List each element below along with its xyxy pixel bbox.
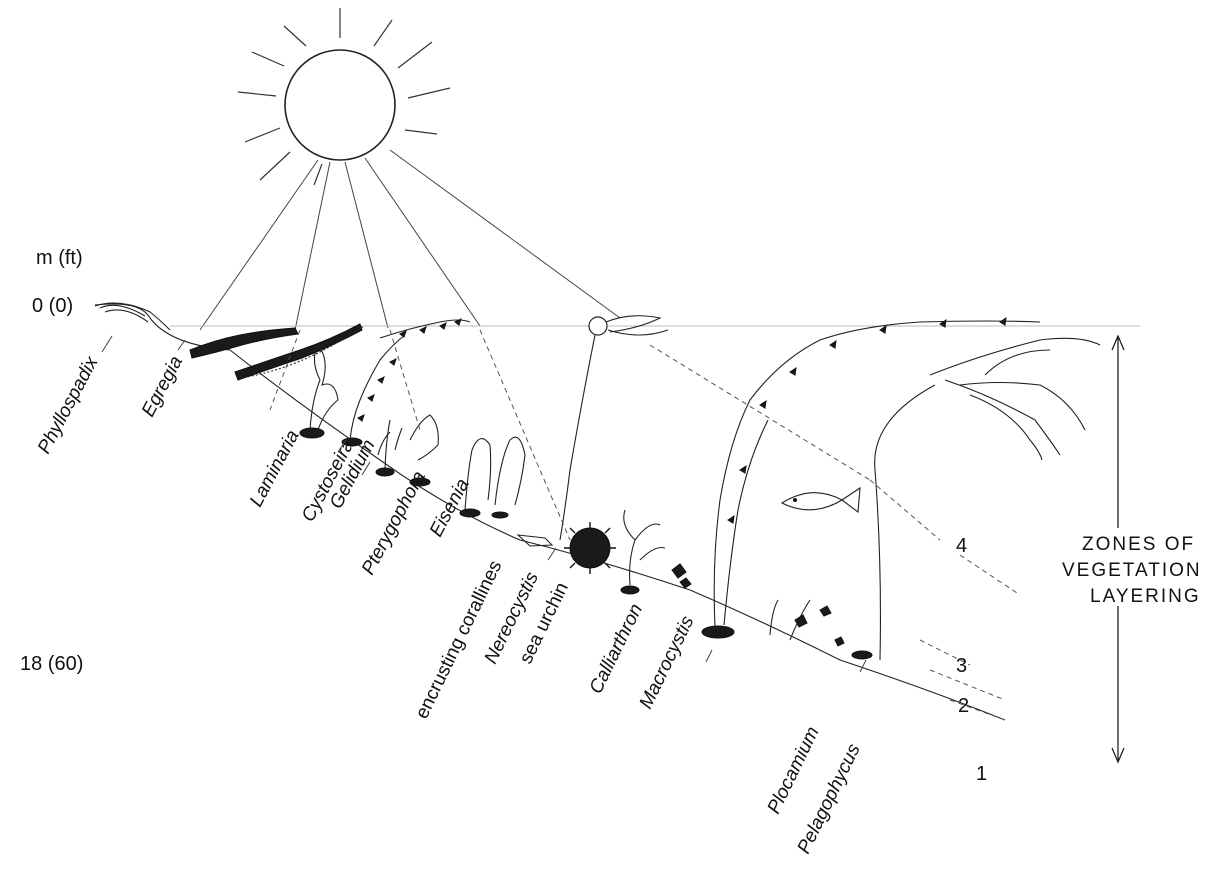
- zone-number-4: 4: [956, 535, 967, 557]
- label-egregia: Egregia: [138, 353, 187, 421]
- label-eisenia: Eisenia: [426, 475, 474, 540]
- label-laminaria: Laminaria: [246, 427, 304, 511]
- encrusting-corallines-mark: [516, 534, 554, 547]
- fish-icon: [780, 486, 861, 514]
- cystoseira-plant: [299, 344, 339, 439]
- zone-number-3: 3: [956, 655, 967, 677]
- sea-urchin-icon: [564, 522, 616, 574]
- sea-floor: [94, 303, 1006, 721]
- egregia-plant: [189, 327, 299, 359]
- pelagophycus-plant: [874, 337, 1101, 661]
- light-rays: [199, 149, 621, 331]
- sun-icon: [237, 8, 451, 186]
- zone-number-2: 2: [958, 695, 969, 717]
- zones-title-line3: LAYERING: [1090, 586, 1201, 607]
- label-macrocystis: Macrocystis: [636, 612, 699, 712]
- label-calliarthron: Calliarthron: [586, 601, 647, 698]
- calliarthron-plant: [620, 509, 692, 595]
- gelidium-plant: [341, 334, 406, 447]
- depth-top-label: 0 (0): [32, 295, 73, 317]
- surface-canopy-left: [379, 318, 471, 339]
- phyllospadix-plant: [94, 302, 171, 331]
- zone-range-arrow: [1060, 334, 1180, 764]
- laminaria-plant: [234, 323, 365, 381]
- pterygophora-plant: [375, 414, 439, 487]
- eisenia-plant: [459, 436, 526, 519]
- light-penetration-lines: [269, 329, 1021, 721]
- species-labels: Phyllospadix Egregia Laminaria Cystoseir…: [34, 352, 865, 857]
- label-pterygophora: Pterygophora: [358, 468, 430, 579]
- depth-unit-label: m (ft): [36, 247, 83, 269]
- zone-number-1: 1: [976, 763, 987, 785]
- zones-title-line2: VEGETATION: [1062, 560, 1202, 581]
- label-leaders: [101, 335, 867, 673]
- depth-bottom-label: 18 (60): [20, 653, 83, 675]
- nereocystis-plant: [559, 315, 669, 541]
- macrocystis-plant: [701, 316, 1041, 639]
- plocamium-plant: [769, 599, 873, 660]
- zones-title-line1: ZONES OF: [1082, 534, 1195, 555]
- label-phyllospadix: Phyllospadix: [34, 352, 103, 457]
